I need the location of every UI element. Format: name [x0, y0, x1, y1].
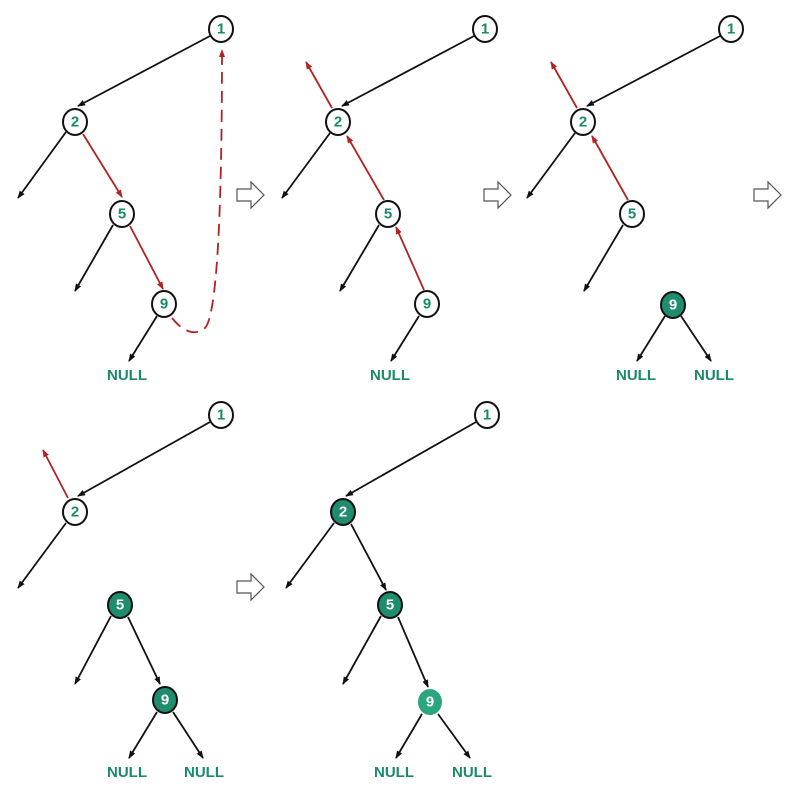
edge-9-null-left — [128, 711, 158, 759]
edge-5-left — [74, 615, 112, 685]
panel-5: 1 2 5 9 NULL NULL — [285, 401, 500, 781]
edge-5-left — [74, 224, 114, 292]
edge-1-2 — [345, 421, 477, 497]
path-5-9 — [129, 225, 164, 290]
null-label: NULL — [374, 764, 414, 781]
path-2-up — [42, 449, 69, 499]
edge-9-null-left — [395, 713, 423, 759]
node-1-label: 1 — [217, 21, 225, 38]
node-2-label: 2 — [339, 504, 347, 521]
node-5-visited — [377, 591, 403, 619]
node-2 — [62, 498, 88, 526]
node-1 — [208, 401, 234, 429]
edge-5-left — [342, 615, 382, 685]
panel-2: 1 2 5 9 NULL — [281, 15, 498, 384]
node-1-label: 1 — [727, 21, 735, 38]
node-2-visited — [330, 498, 356, 526]
node-5 — [619, 200, 645, 228]
node-9-visited — [660, 291, 686, 319]
edge-5-left — [583, 224, 624, 292]
path-2-up — [550, 61, 578, 109]
edge-9-null-right — [172, 711, 204, 759]
node-1 — [208, 15, 234, 43]
node-1 — [472, 15, 498, 43]
null-label: NULL — [616, 367, 656, 384]
node-9-label: 9 — [160, 296, 168, 313]
panel-4: 1 2 5 9 NULL NULL — [17, 401, 234, 781]
node-1-label: 1 — [483, 407, 491, 424]
step-arrow-icon — [753, 180, 782, 210]
edge-5-9 — [397, 616, 429, 688]
node-5-label: 5 — [386, 597, 394, 614]
edge-9-null — [128, 315, 158, 362]
node-9 — [151, 290, 177, 318]
edge-2-5 — [350, 523, 387, 591]
edge-5-left — [339, 224, 380, 292]
edge-9-null — [390, 315, 420, 362]
node-9-label: 9 — [669, 297, 677, 314]
edge-9-null-left — [636, 315, 666, 362]
null-label: NULL — [452, 764, 492, 781]
node-5-label: 5 — [628, 206, 636, 223]
node-5-label: 5 — [384, 206, 392, 223]
edge-2-left — [526, 132, 576, 199]
edge-1-2 — [341, 35, 475, 107]
node-1-label: 1 — [217, 407, 225, 424]
null-label: NULL — [694, 367, 734, 384]
node-2-label: 2 — [71, 114, 79, 131]
edge-1-2 — [77, 35, 211, 107]
edge-1-2 — [77, 421, 211, 497]
return-path-9-1 — [171, 49, 225, 334]
null-label: NULL — [107, 764, 147, 781]
node-9-visited — [418, 689, 442, 715]
path-9-5 — [395, 226, 425, 291]
null-label: NULL — [107, 367, 147, 384]
node-9-label: 9 — [161, 692, 169, 709]
edge-5-9 — [127, 616, 161, 685]
node-2-label: 2 — [334, 114, 342, 131]
node-5-label: 5 — [116, 597, 124, 614]
node-9 — [414, 290, 440, 318]
node-1-label: 1 — [481, 21, 489, 38]
null-label: NULL — [370, 367, 410, 384]
path-2-5 — [82, 133, 123, 198]
node-2 — [570, 108, 596, 136]
edge-9-null-right — [437, 713, 471, 759]
path-5-2 — [346, 135, 385, 201]
edge-2-left — [17, 131, 67, 199]
edge-9-null-right — [680, 315, 712, 362]
node-9-label: 9 — [423, 296, 431, 313]
node-9-visited — [152, 686, 178, 714]
node-5-label: 5 — [118, 206, 126, 223]
edge-2-left — [285, 522, 335, 589]
step-arrow-icon — [236, 180, 265, 210]
node-2 — [325, 108, 351, 136]
node-1 — [718, 15, 744, 43]
node-2-label: 2 — [71, 504, 79, 521]
panel-1: 1 2 5 9 NULL — [17, 15, 234, 384]
step-arrow-icon — [236, 572, 265, 602]
edge-2-left — [281, 132, 331, 199]
node-5 — [109, 200, 135, 228]
node-5-visited — [107, 591, 133, 619]
path-2-up — [305, 61, 333, 109]
node-1 — [474, 401, 500, 429]
node-9-label: 9 — [426, 694, 434, 711]
node-5 — [375, 200, 401, 228]
edge-1-2 — [586, 35, 721, 107]
path-5-2 — [591, 135, 629, 201]
step-arrow-icon — [483, 180, 512, 210]
panel-3: 1 2 5 9 NULL NULL — [526, 15, 744, 384]
node-2 — [62, 108, 88, 136]
edge-2-left — [17, 522, 67, 589]
null-label: NULL — [184, 764, 224, 781]
node-2-label: 2 — [579, 114, 587, 131]
